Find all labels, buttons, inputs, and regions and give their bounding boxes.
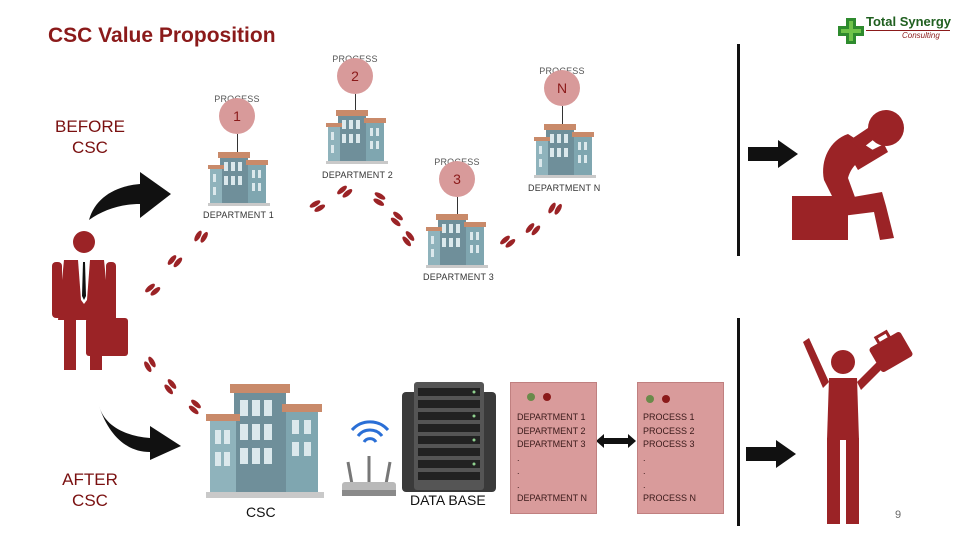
list-item: . bbox=[517, 452, 520, 463]
list-item: DEPARTMENT 3 bbox=[517, 439, 586, 449]
happy-person-icon bbox=[803, 329, 913, 524]
pin-dots-icon bbox=[646, 395, 670, 403]
csc-label: CSC bbox=[246, 504, 276, 520]
list-item: PROCESS N bbox=[643, 493, 697, 503]
list-item: . bbox=[517, 466, 520, 476]
logo-cross-icon bbox=[838, 18, 864, 44]
database-label: DATA BASE bbox=[410, 492, 486, 508]
process-n-connector bbox=[562, 106, 563, 124]
wifi-router-icon bbox=[342, 420, 396, 496]
businessman-icon bbox=[52, 231, 128, 370]
process-2-connector bbox=[355, 94, 356, 112]
department-2-label: DEPARTMENT 2 bbox=[322, 170, 393, 180]
divider-bottom bbox=[737, 318, 740, 526]
departments-list: DEPARTMENT 1 DEPARTMENT 2 DEPARTMENT 3 .… bbox=[517, 411, 587, 506]
list-item: PROCESS 1 bbox=[643, 412, 695, 422]
department-1-label: DEPARTMENT 1 bbox=[203, 210, 274, 220]
list-item: DEPARTMENT 2 bbox=[517, 425, 586, 436]
building-icon bbox=[426, 214, 488, 268]
logo-underline bbox=[866, 30, 950, 31]
list-item: . bbox=[643, 479, 646, 490]
list-item: . bbox=[517, 479, 520, 490]
department-n-label: DEPARTMENT N bbox=[528, 183, 601, 193]
processes-list: PROCESS 1 PROCESS 2 PROCESS 3 . . . PROC… bbox=[643, 411, 696, 506]
process-3-circle: 3 bbox=[439, 161, 475, 197]
curved-arrow-up-icon bbox=[89, 172, 171, 220]
list-item: PROCESS 3 bbox=[643, 439, 695, 449]
right-arrow-icon bbox=[748, 140, 798, 168]
list-item: . bbox=[643, 452, 646, 463]
process-n-circle: N bbox=[544, 70, 580, 106]
list-item: DEPARTMENT 1 bbox=[517, 412, 586, 422]
list-item: DEPARTMENT N bbox=[517, 493, 588, 503]
stressed-person-icon bbox=[792, 110, 904, 240]
process-1-connector bbox=[237, 134, 238, 154]
right-arrow-icon bbox=[746, 440, 796, 468]
pin-dots-icon bbox=[527, 393, 551, 401]
departments-box: DEPARTMENT 1 DEPARTMENT 2 DEPARTMENT 3 .… bbox=[510, 382, 597, 514]
process-1-circle: 1 bbox=[219, 98, 255, 134]
page-title: CSC Value Proposition bbox=[48, 24, 276, 47]
curved-arrow-down-icon bbox=[99, 406, 181, 460]
department-3-label: DEPARTMENT 3 bbox=[423, 272, 494, 282]
list-item: . bbox=[643, 466, 646, 476]
process-2-circle: 2 bbox=[337, 58, 373, 94]
process-3-connector bbox=[457, 197, 458, 217]
list-item: PROCESS 2 bbox=[643, 425, 695, 436]
divider-top bbox=[737, 44, 740, 256]
double-arrow-icon bbox=[596, 434, 636, 448]
csc-building-icon bbox=[206, 384, 324, 498]
database-server-icon bbox=[402, 382, 496, 492]
processes-box: PROCESS 1 PROCESS 2 PROCESS 3 . . . PROC… bbox=[637, 382, 724, 514]
building-icon bbox=[534, 124, 596, 178]
building-icon bbox=[326, 110, 388, 164]
logo-text: Total Synergy bbox=[866, 14, 952, 29]
logo-subtext: Consulting bbox=[902, 31, 940, 40]
page-number: 9 bbox=[895, 509, 902, 521]
building-icon bbox=[208, 152, 270, 206]
